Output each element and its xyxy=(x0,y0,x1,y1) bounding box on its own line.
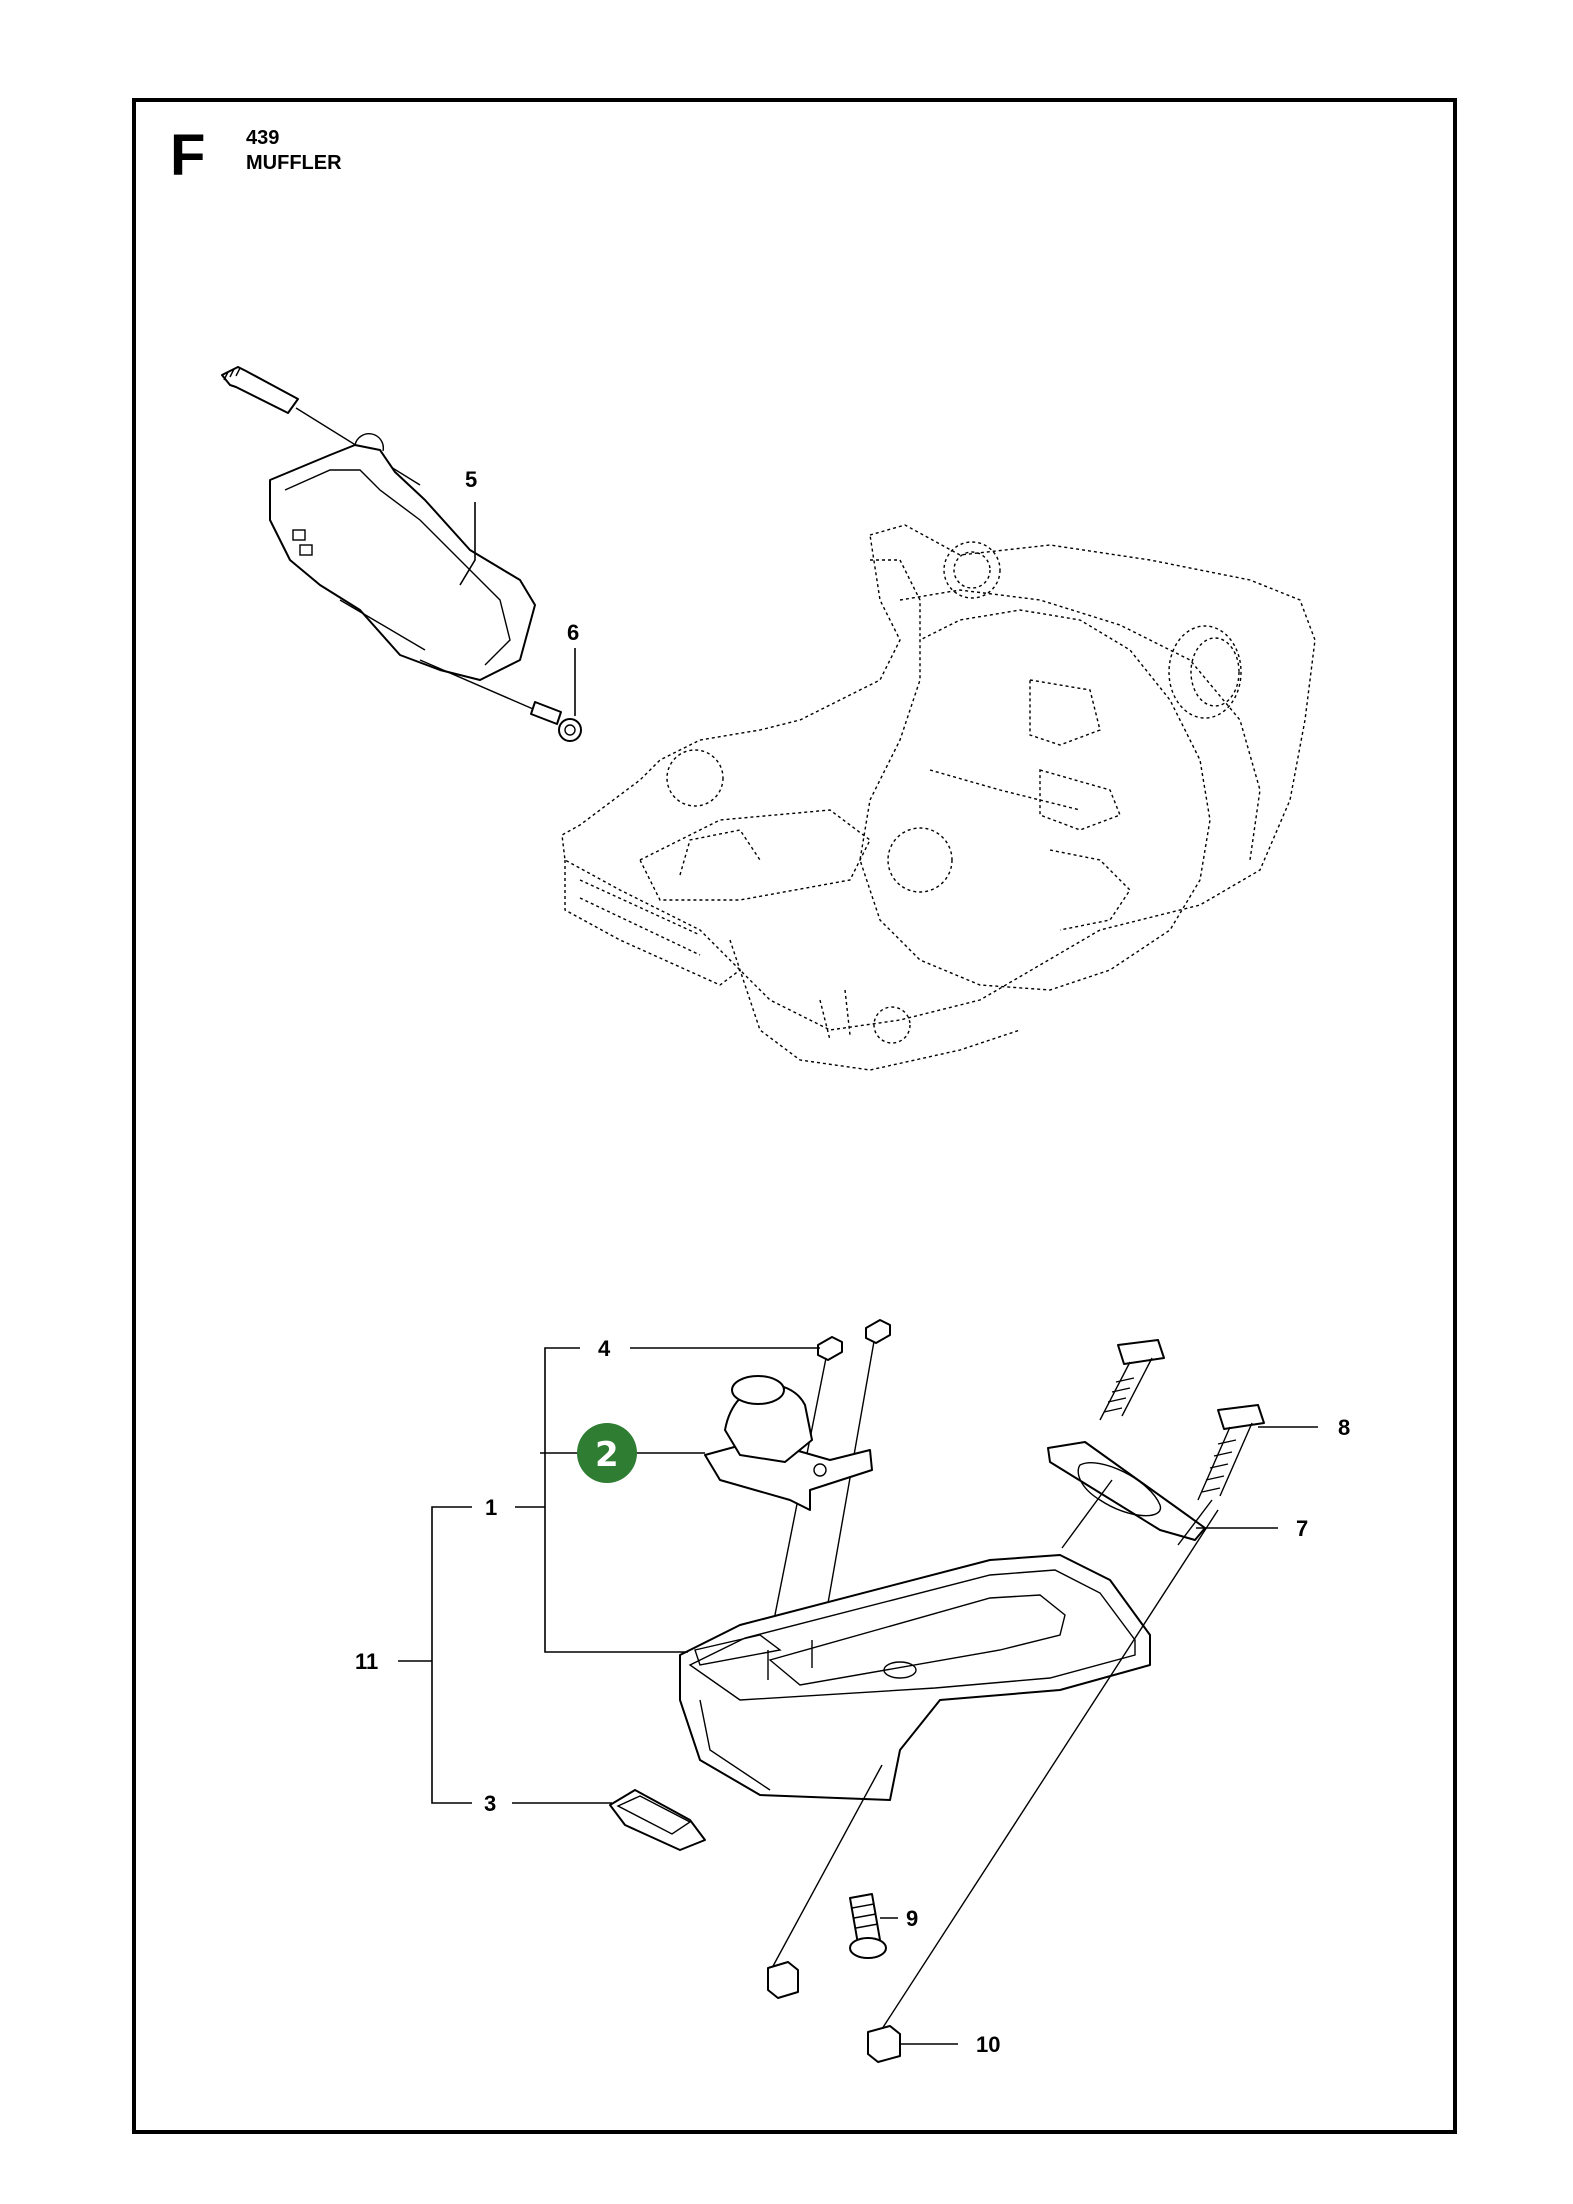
diagram-title: MUFFLER xyxy=(246,152,342,174)
crankcase xyxy=(561,524,1316,1071)
spark-arrestor-deflector[interactable] xyxy=(704,1375,873,1511)
section-letter: F xyxy=(170,123,206,188)
callout-5[interactable]: 5 xyxy=(465,467,477,492)
muffler-gasket[interactable] xyxy=(1047,1441,1206,1541)
callout-11[interactable]: 11 xyxy=(355,1649,378,1674)
callout-3[interactable]: 3 xyxy=(484,1791,496,1816)
callout-7[interactable]: 7 xyxy=(1296,1516,1308,1541)
callout-9[interactable]: 9 xyxy=(906,1906,918,1931)
callout-6[interactable]: 6 xyxy=(567,620,579,645)
callout-10[interactable]: 10 xyxy=(976,2032,1000,2057)
model-number: 439 xyxy=(246,127,280,149)
exhaust-cover[interactable] xyxy=(269,433,536,681)
screw-9[interactable] xyxy=(849,1893,887,1959)
leader-5 xyxy=(459,502,476,586)
callout-4[interactable]: 4 xyxy=(598,1336,611,1361)
callout-1[interactable]: 1 xyxy=(485,1495,497,1520)
muffler-cap[interactable] xyxy=(609,1789,706,1851)
muffler-bolts[interactable] xyxy=(1061,1339,1265,1549)
bracket-11 xyxy=(431,1506,472,1804)
cover-screw[interactable] xyxy=(419,659,582,742)
callout-2-highlight[interactable] xyxy=(577,1423,637,1483)
bracket-1 xyxy=(544,1347,688,1653)
muffler-body[interactable] xyxy=(679,1554,1151,1801)
callout-8[interactable]: 8 xyxy=(1338,1415,1350,1440)
nut-10[interactable] xyxy=(867,2025,901,2063)
nut-left[interactable] xyxy=(767,1961,799,1999)
callout-2[interactable]: 2 xyxy=(595,1435,619,1475)
